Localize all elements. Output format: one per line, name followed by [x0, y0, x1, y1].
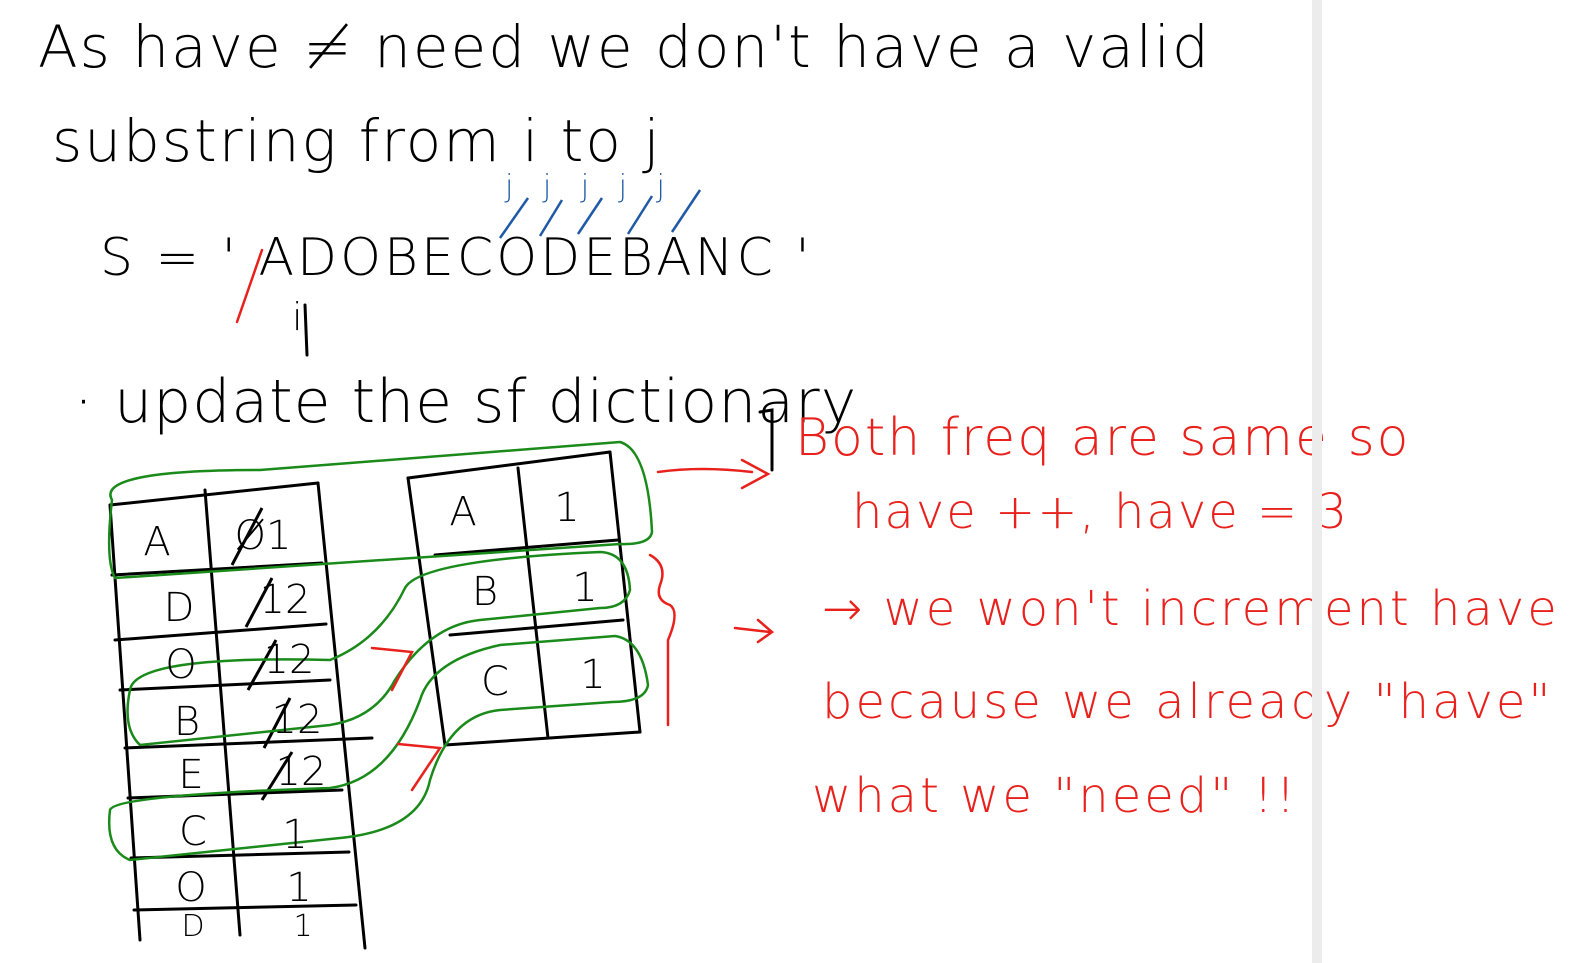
black-marks [303, 303, 774, 472]
s-table-value: 12 [259, 577, 311, 623]
note-line-substring: substring from i to j [52, 107, 662, 175]
blue-pointer-strikes [498, 189, 702, 239]
s-table-key: C [179, 809, 207, 855]
s-table-value: Ø1 [234, 513, 292, 559]
t-table-grid [406, 450, 642, 747]
vertical-scrollbar[interactable] [1312, 0, 1322, 963]
t-table-key: A [449, 489, 477, 535]
annotation-have-increment: have ++, have = 3 [852, 484, 1350, 540]
t-table-value: 1 [572, 565, 598, 611]
s-table-value: 1 [282, 812, 308, 858]
green-loops [107, 440, 654, 862]
s-table-key: D [181, 909, 205, 944]
s-table-key: B [173, 699, 201, 745]
t-table-key: C [481, 659, 509, 705]
red-marks [235, 248, 775, 792]
annotation-both-freq: Both freq are same so [795, 408, 1411, 468]
s-table-key: E [178, 752, 204, 798]
pointer-marks: j j j j j [505, 169, 675, 204]
annotation-wont-increment: → we won't increment have [822, 581, 1560, 637]
string-definition: S = ' ADOBECODEBANC ' [100, 228, 813, 288]
annotation-already-have: because we already "have" [822, 674, 1554, 730]
t-table-value: 1 [580, 652, 606, 698]
s-table-key: A [143, 519, 171, 565]
s-table-value: 1 [286, 865, 312, 911]
i-pointer-label: i [292, 295, 303, 339]
note-update-dictionary: · update the sf dictionary [74, 367, 858, 437]
note-line-have-need: As have ≠ need we don't have a valid [38, 13, 1211, 81]
s-table-value: 12 [275, 749, 327, 795]
annotation-what-we-need: what we "need" !! [812, 768, 1299, 824]
t-table-value: 1 [554, 485, 580, 531]
s-table-value: 1 [293, 909, 313, 944]
s-table-value: 12 [271, 697, 323, 743]
s-table-key: D [163, 585, 195, 631]
s-table-key: O [175, 865, 207, 911]
s-table-key: O [165, 642, 197, 688]
s-table-value: 12 [263, 637, 315, 683]
strike-marks [230, 507, 294, 801]
s-table-grid [108, 481, 374, 950]
t-table-key: B [471, 569, 499, 615]
